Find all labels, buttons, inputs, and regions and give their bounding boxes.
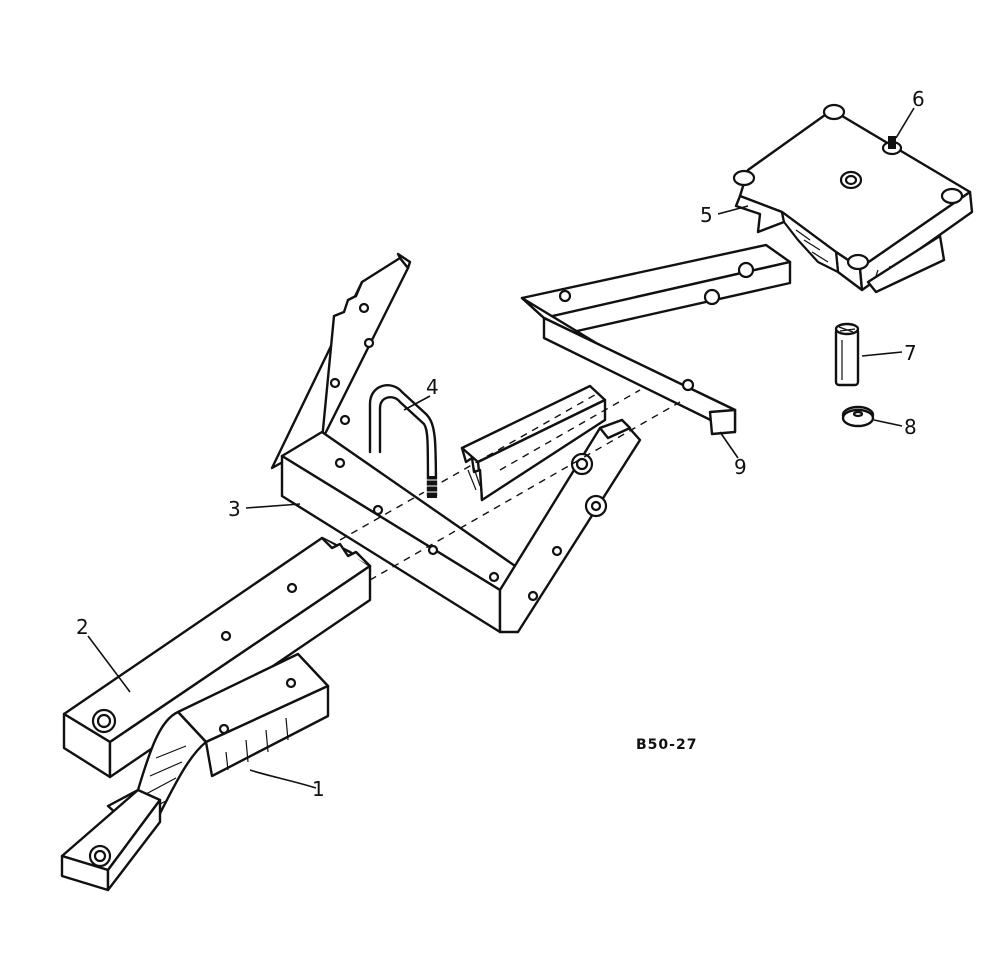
part-7-pin xyxy=(834,322,860,387)
callout-3: 3 xyxy=(228,497,241,521)
part-9-drawbar xyxy=(460,243,792,502)
callout-6: 6 xyxy=(912,87,925,111)
part-6-stud xyxy=(881,136,903,156)
part-8-washer xyxy=(841,405,875,428)
callout-1: 1 xyxy=(312,777,325,801)
callout-8: 8 xyxy=(904,415,917,439)
callout-9: 9 xyxy=(734,455,747,479)
callout-labels: 1 2 3 4 5 6 7 8 9 xyxy=(76,87,925,801)
part-3-bracket xyxy=(270,252,681,634)
part-4-u-bolt xyxy=(368,384,438,498)
callout-7: 7 xyxy=(904,341,917,365)
figure-reference-code: B50-27 xyxy=(636,737,697,753)
part-1-hitch-bar xyxy=(60,652,330,892)
part-5-coupling-plate xyxy=(732,103,974,294)
callout-2: 2 xyxy=(76,615,89,639)
callout-5: 5 xyxy=(700,203,713,227)
leader-lines xyxy=(87,107,915,789)
callout-4: 4 xyxy=(426,375,439,399)
